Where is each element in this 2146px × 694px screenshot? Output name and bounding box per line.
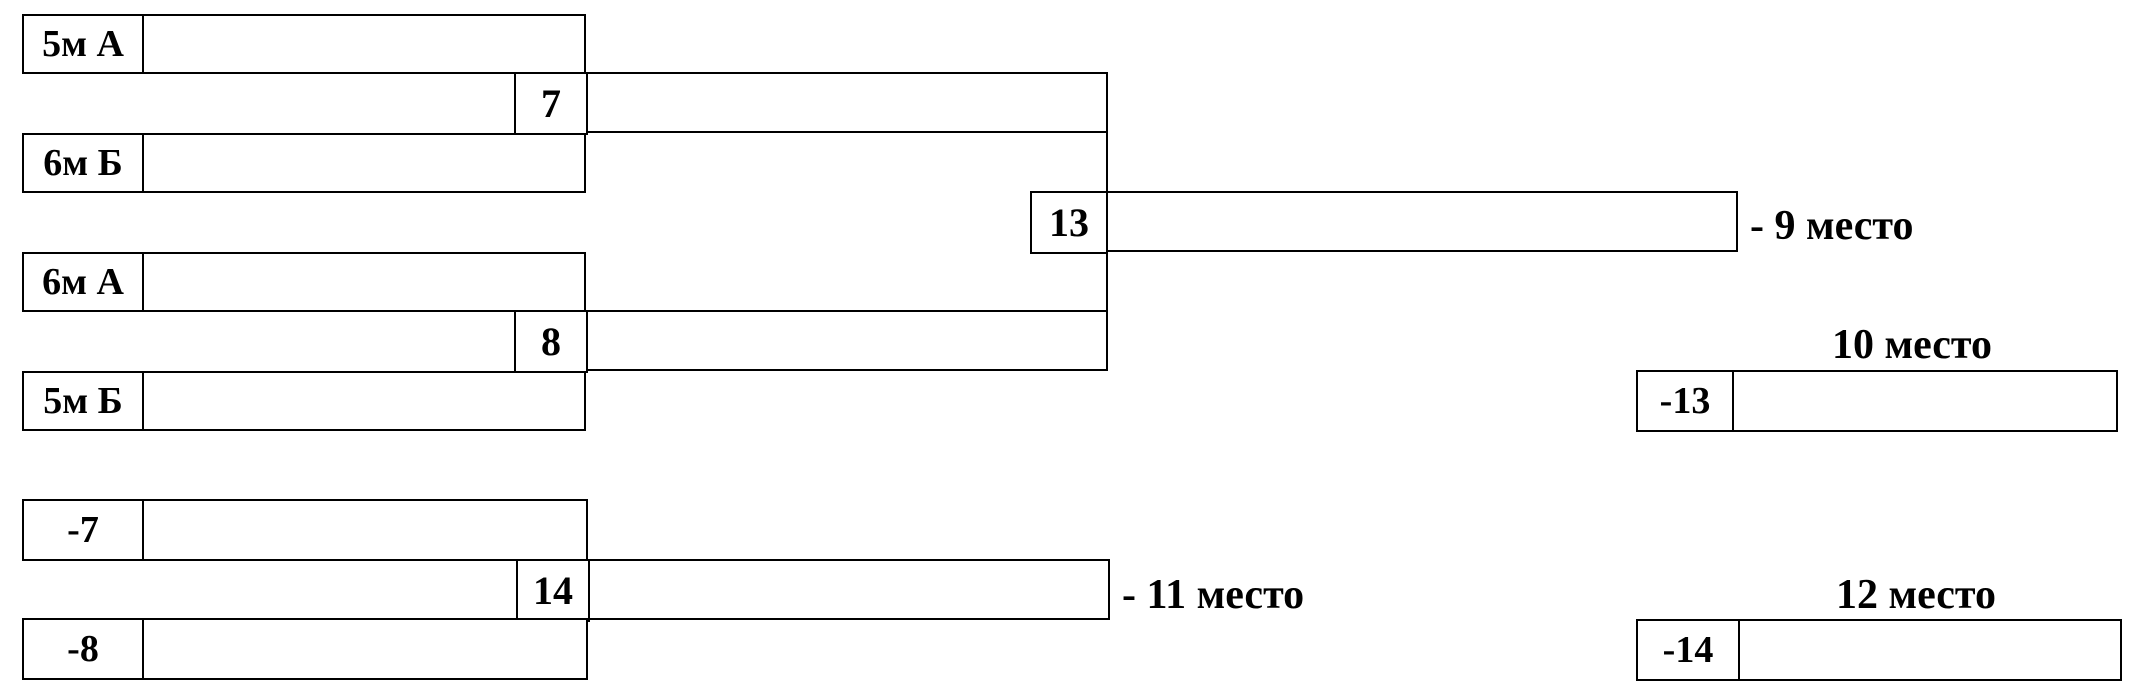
seed-label: -8 bbox=[24, 620, 144, 678]
match-number-7: 7 bbox=[514, 72, 588, 135]
place-title-10: 10 место bbox=[1832, 322, 1992, 368]
seed-label: -7 bbox=[24, 501, 144, 559]
match-8-winner-slot bbox=[586, 310, 1108, 371]
match-7-winner-slot bbox=[586, 72, 1108, 133]
match-14-winner-slot bbox=[588, 559, 1110, 620]
place-label-11: - 11 место bbox=[1122, 572, 1305, 618]
team-label: 5м А bbox=[24, 16, 144, 72]
place-label-9: - 9 место bbox=[1750, 203, 1914, 249]
seed-slot-minus-7: -7 bbox=[22, 499, 588, 561]
match-number-13: 13 bbox=[1030, 191, 1108, 254]
seed-slot-minus-8: -8 bbox=[22, 618, 588, 680]
team-slot-5m-b: 5м Б bbox=[22, 371, 586, 431]
team-label: 6м А bbox=[24, 254, 144, 310]
match-13-winner-slot bbox=[1106, 191, 1738, 252]
match-number-8: 8 bbox=[514, 310, 588, 373]
team-label: 5м Б bbox=[24, 373, 144, 429]
place-10-slot: -13 bbox=[1636, 370, 2118, 432]
place-title-12: 12 место bbox=[1836, 572, 1996, 618]
team-slot-6m-a: 6м А bbox=[22, 252, 586, 312]
seed-label: -14 bbox=[1638, 621, 1740, 679]
team-slot-6m-b: 6м Б bbox=[22, 133, 586, 193]
team-label: 6м Б bbox=[24, 135, 144, 191]
match-number-14: 14 bbox=[516, 559, 590, 622]
team-slot-5m-a: 5м А bbox=[22, 14, 586, 74]
seed-label: -13 bbox=[1638, 372, 1734, 430]
place-12-slot: -14 bbox=[1636, 619, 2122, 681]
